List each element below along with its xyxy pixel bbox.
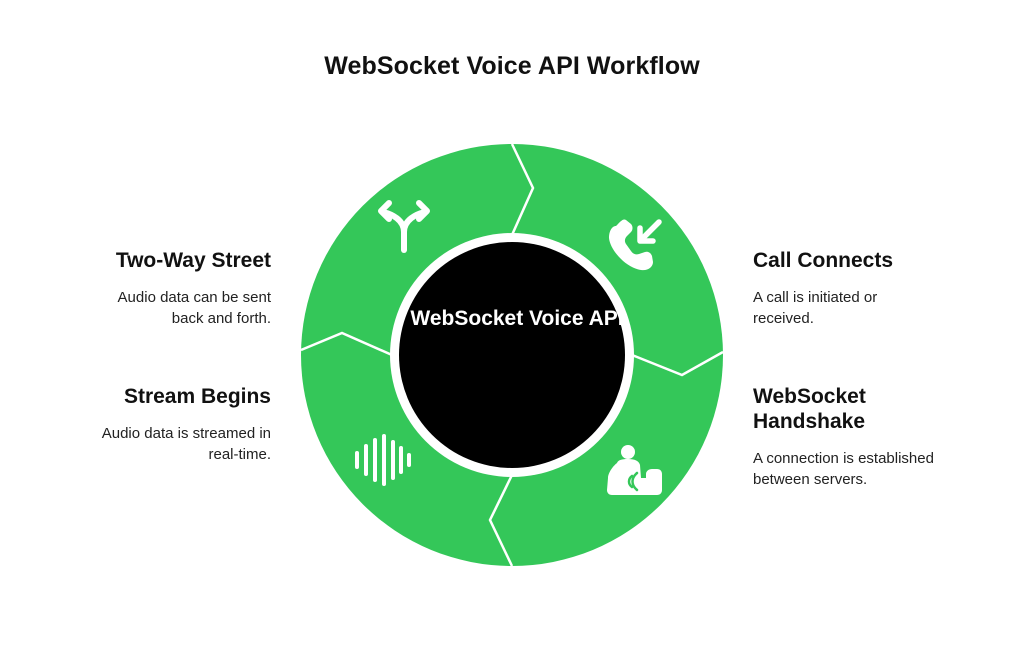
step-call-connects: Call Connects A call is initiated or rec… xyxy=(753,248,993,329)
step-description: A connection is established between serv… xyxy=(753,450,934,488)
center-circle xyxy=(399,242,625,468)
step-two-way-street: Two-Way Street Audio data can be sent ba… xyxy=(31,248,271,329)
step-title: Stream Begins xyxy=(123,385,271,408)
step-title: WebSocket Handshake xyxy=(753,385,866,433)
segment-dividers xyxy=(300,143,724,567)
step-description: Audio data can be sent back and forth. xyxy=(117,289,271,327)
signal-arcs xyxy=(627,471,639,492)
split-arrows-icon xyxy=(378,200,430,253)
step-websocket-handshake: WebSocket Handshake A connection is esta… xyxy=(753,384,993,490)
step-title: Two-Way Street xyxy=(115,249,271,272)
audio-waveform-icon xyxy=(355,434,411,486)
divider-left xyxy=(300,331,393,357)
step-title: Call Connects xyxy=(753,249,894,272)
center-label: WebSocket Voice API xyxy=(410,307,624,330)
step-stream-begins: Stream Begins Audio data is streamed in … xyxy=(31,384,271,465)
divider-bottom xyxy=(488,474,514,567)
step-description: Audio data is streamed in real-time. xyxy=(101,425,271,463)
step-description: A call is initiated or received. xyxy=(753,289,878,327)
divider-right xyxy=(631,350,724,377)
page-title: WebSocket Voice API Workflow xyxy=(324,52,700,80)
divider-top xyxy=(510,143,535,236)
incoming-call-icon xyxy=(609,219,662,271)
